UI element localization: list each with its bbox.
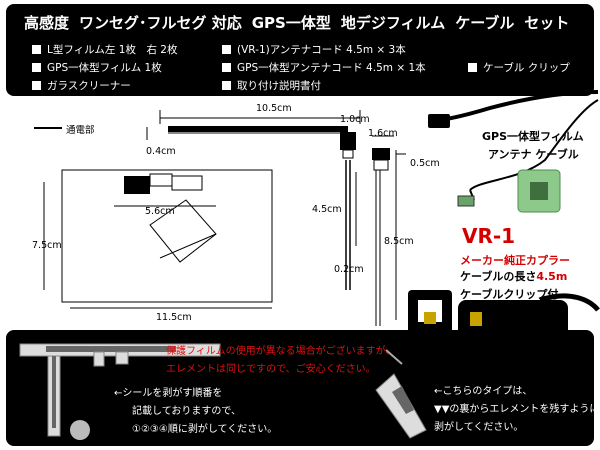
bullet-square-icon [222, 81, 231, 90]
dim-1-6: 1.6cm [368, 128, 398, 139]
bullet-square-icon [468, 63, 477, 72]
bullet-square-icon [222, 63, 231, 72]
title-part-1: 高感度 [24, 13, 70, 32]
spec-item: (VR-1)アンテナコード 4.5m × 3本 [222, 42, 406, 57]
dim-0-4: 0.4cm [146, 146, 176, 157]
instr-line-1: 記載しておりますので、 [132, 406, 241, 417]
spec-item: L型フィルム左 1枚 右 2枚 [32, 42, 177, 57]
antenna-cable-label: アンテナ ケーブル [488, 148, 579, 161]
spec-text: GPS一体型フィルム 1枚 [47, 62, 162, 74]
maker-coupler-label: メーカー純正カプラー [460, 254, 570, 267]
spec-item: ケーブル クリップ [468, 60, 570, 75]
cable-length: ケーブルの長さ4.5m [460, 268, 567, 284]
bullet-square-icon [32, 45, 41, 54]
title-part-6: セット [524, 13, 570, 32]
l-film-top [146, 110, 361, 159]
bullet-square-icon [222, 45, 231, 54]
spec-item: 取り付け説明書付 [222, 78, 321, 93]
bullet-square-icon [32, 81, 41, 90]
spec-text: L型フィルム左 1枚 右 2枚 [47, 44, 178, 56]
spec-text: ケーブル クリップ [483, 62, 570, 74]
dim-4-5: 4.5cm [312, 204, 342, 215]
title-part-2: ワンセグ･フルセグ 対応 [79, 13, 242, 32]
dim-5-6: 5.6cm [145, 206, 175, 217]
cable-length-value: 4.5m [536, 270, 568, 283]
spec-text: (VR-1)アンテナコード 4.5m × 3本 [237, 44, 406, 56]
seal-label: ←シールを剥がす順番を [114, 388, 223, 399]
title-part-5: ケーブル [455, 13, 515, 32]
spec-text: 取り付け説明書付 [237, 80, 321, 92]
gps-film-label: GPS一体型フィルム [482, 130, 584, 143]
spec-text: ガラスクリーナー [47, 80, 131, 92]
dim-7-5: 7.5cm [32, 240, 62, 251]
gps-cable-image [428, 90, 599, 213]
dim-0-5: 0.5cm [410, 158, 440, 169]
title-part-3: GPS一体型 [251, 13, 331, 32]
bullet-square-icon [32, 63, 41, 72]
dim-1-0: 1.0cm [340, 114, 370, 125]
gps-film-panel [43, 169, 273, 309]
dim-8-5: 8.5cm [384, 236, 414, 247]
spec-text: GPS一体型アンテナコード 4.5m × 1本 [237, 62, 426, 74]
note-line-2: エレメントは同じですので、ご安心ください。 [166, 364, 376, 375]
title-part-4: 地デジフィルム [340, 13, 446, 32]
bottom-graphics [19, 343, 427, 440]
cable-length-prefix: ケーブルの長さ [460, 270, 537, 283]
type-line-2: ▼▼の裏からエレメントを残すように [434, 404, 600, 415]
type-line-3: 剥がしてください。 [434, 422, 524, 433]
bottom-panel: 保護フィルムの使用が異なる場合がございますが、 エレメントは同じですので、ご安心… [6, 330, 599, 446]
dim-0-2: 0.2cm [334, 264, 364, 275]
product-title: 高感度 ワンセグ･フルセグ 対応 GPS一体型 地デジフィルム ケーブル セット [24, 10, 584, 34]
spec-item: ガラスクリーナー [32, 78, 131, 93]
spec-item: GPS一体型アンテナコード 4.5m × 1本 [222, 60, 426, 75]
dim-10-5: 10.5cm [256, 103, 292, 114]
vr1-label: VR-1 [462, 224, 516, 248]
header-panel: 高感度 ワンセグ･フルセグ 対応 GPS一体型 地デジフィルム ケーブル セット… [6, 4, 594, 96]
legend-label: 通電部 [66, 125, 95, 136]
note-line-1: 保護フィルムの使用が異なる場合がございますが、 [166, 346, 396, 357]
dim-11-5: 11.5cm [156, 312, 192, 323]
type-line-1: ←こちらのタイプは、 [434, 386, 533, 397]
instr-line-2: ①②③④順に剥がしてください。 [132, 424, 278, 435]
vertical-film [345, 135, 406, 326]
clip-included: ケーブルクリップ付 [460, 288, 559, 301]
spec-item: GPS一体型フィルム 1枚 [32, 60, 162, 75]
